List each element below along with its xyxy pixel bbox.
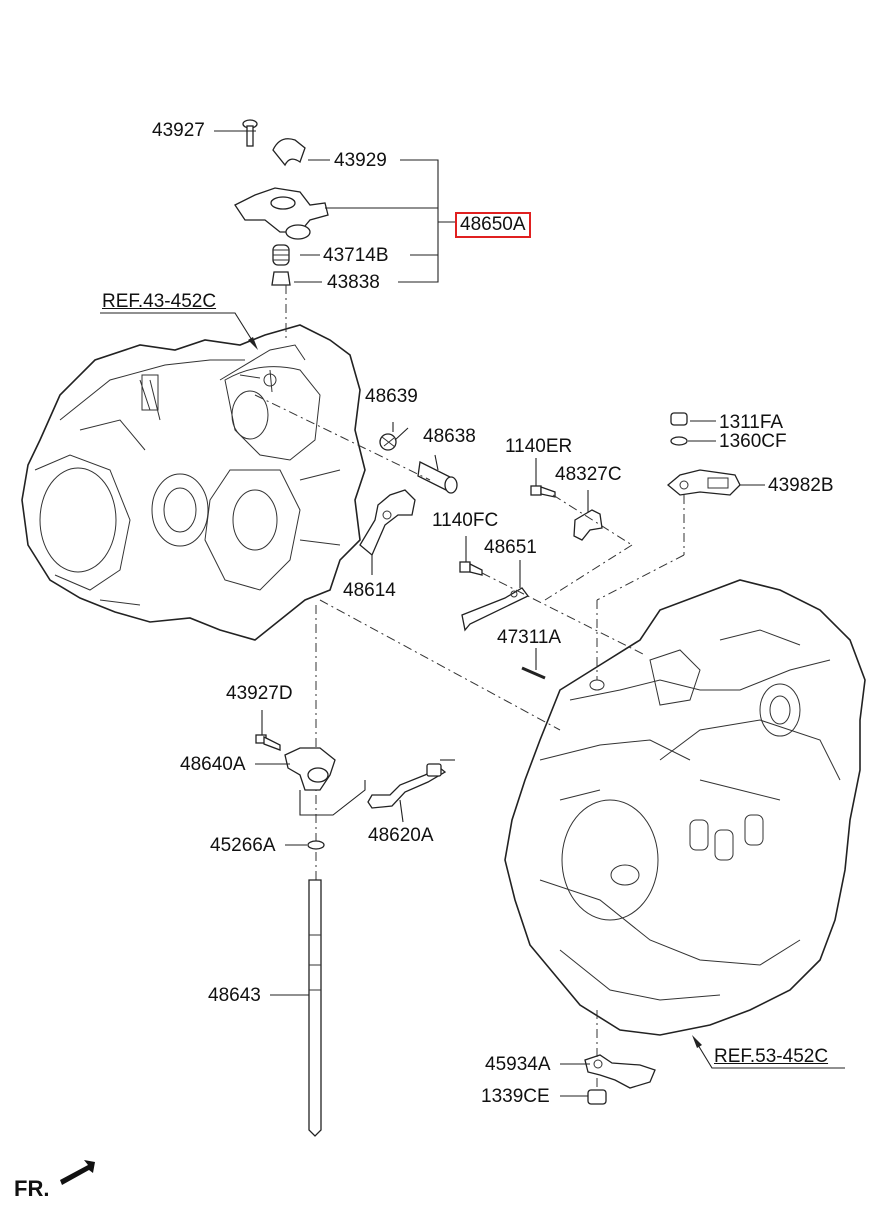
label-48614: 48614 — [343, 580, 396, 601]
label-43714b: 43714B — [323, 245, 389, 266]
label-43838: 43838 — [327, 272, 380, 293]
label-43929: 43929 — [334, 150, 387, 171]
label-1311fa: 1311FA — [719, 412, 784, 433]
ref-43-452c-leader — [100, 312, 256, 346]
left-transmission-case — [21, 324, 366, 641]
label-ref-43-452c[interactable]: REF.43-452C — [102, 291, 217, 312]
shift-lever-assembly — [214, 119, 455, 340]
label-48640a: 48640A — [180, 754, 246, 775]
lower-parts — [255, 710, 656, 1137]
ref-53-452c-leader — [694, 1039, 845, 1069]
label-1339ce: 1339CE — [481, 1086, 550, 1107]
label-48650a-highlighted[interactable]: 48650A — [455, 212, 531, 238]
front-arrow-icon — [60, 1160, 95, 1185]
label-48327c: 48327C — [555, 464, 622, 485]
front-direction-label: FR. — [14, 1176, 50, 1201]
label-45266a: 45266A — [210, 835, 276, 856]
right-transmission-case — [504, 579, 866, 1036]
label-48638: 48638 — [423, 426, 476, 447]
label-45934a: 45934A — [485, 1054, 551, 1075]
label-48620a: 48620A — [368, 825, 434, 846]
label-48643: 48643 — [208, 985, 261, 1006]
label-1360cf: 1360CF — [719, 431, 787, 452]
label-1140fc: 1140FC — [432, 510, 499, 531]
label-ref-53-452c[interactable]: REF.53-452C — [714, 1046, 829, 1067]
middle-parts — [254, 394, 765, 880]
label-43982b: 43982B — [768, 475, 834, 496]
label-1140er: 1140ER — [505, 436, 573, 457]
label-48639: 48639 — [365, 386, 418, 407]
label-48651: 48651 — [484, 537, 537, 558]
label-43927: 43927 — [152, 120, 205, 141]
label-43927d: 43927D — [226, 683, 293, 704]
label-47311a: 47311A — [497, 627, 562, 648]
